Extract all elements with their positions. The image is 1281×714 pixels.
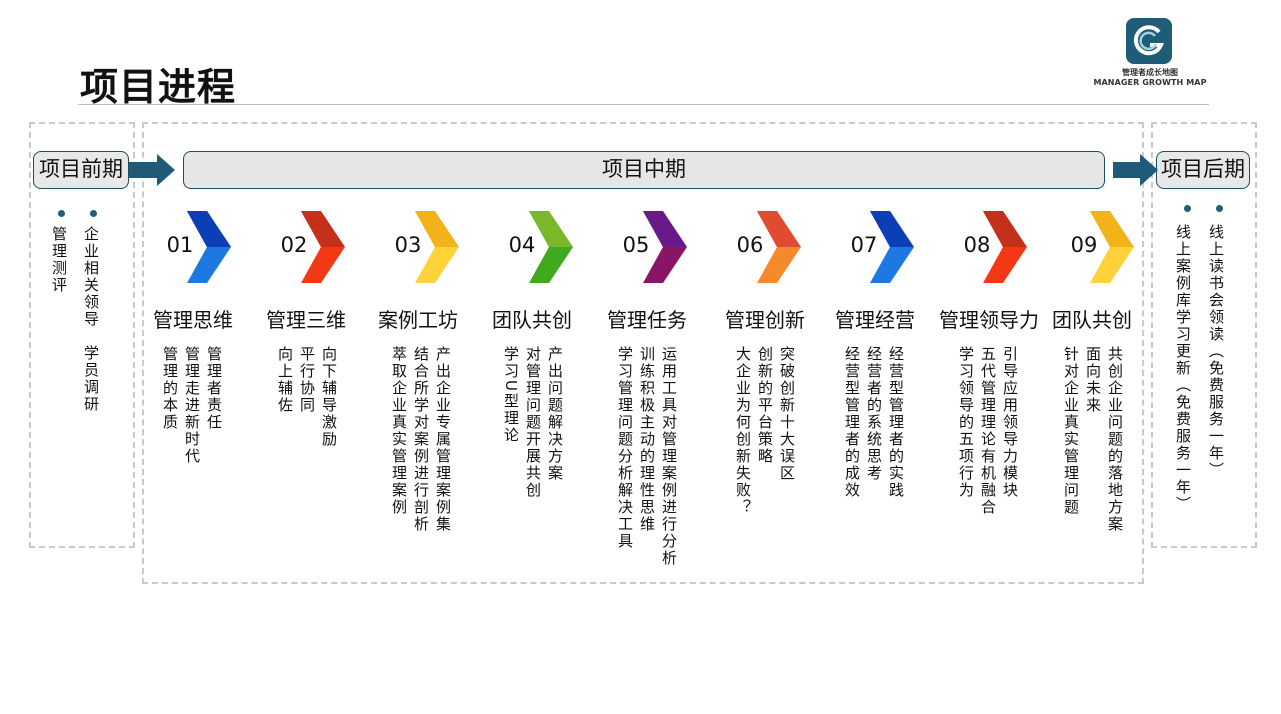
bullet-dot xyxy=(58,210,65,217)
step-desc: 经营型管理者的成效 xyxy=(843,346,861,499)
step-desc: 萃取企业真实管理案例 xyxy=(390,346,408,516)
pre-phase-box xyxy=(29,122,135,548)
step-desc: 平行协同 xyxy=(298,346,316,414)
step-desc: 经营者的系统思考 xyxy=(865,346,883,482)
chevron-right-icon xyxy=(1090,211,1134,283)
step-title: 管理领导力 xyxy=(939,308,1039,332)
chevron-right-icon xyxy=(301,211,345,283)
step-desc: 运用工具对管理案例进行分析 xyxy=(660,346,678,567)
mid-phase-box xyxy=(142,122,1144,584)
step-number: 08 xyxy=(963,233,991,257)
logo-text-cn: 管理者成长地图 xyxy=(1122,68,1178,77)
step-number: 05 xyxy=(622,233,650,257)
step-desc: 大企业为何创新失败？ xyxy=(734,346,752,516)
step-desc: 管理者责任 xyxy=(205,346,223,431)
g-logo-icon xyxy=(1126,18,1172,64)
step-title: 管理创新 xyxy=(725,308,805,332)
chevron-right-icon xyxy=(415,211,459,283)
step-desc: 共创企业问题的落地方案 xyxy=(1106,346,1124,533)
step-desc: 针对企业真实管理问题 xyxy=(1062,346,1080,516)
step-title: 管理思维 xyxy=(153,308,233,332)
chevron-right-icon xyxy=(187,211,231,283)
step-desc: 面向未来 xyxy=(1084,346,1102,414)
step-desc: 管理的本质 xyxy=(161,346,179,431)
step-desc: 对管理问题开展共创 xyxy=(524,346,542,499)
step-title: 管理三维 xyxy=(266,308,346,332)
step-title: 管理经营 xyxy=(835,308,915,332)
pre-item-assessment: 管理测评 xyxy=(50,226,68,294)
bullet-dot xyxy=(90,210,97,217)
step-number: 01 xyxy=(166,233,194,257)
step-desc: 产出企业专属管理案例集 xyxy=(434,346,452,533)
post-phase-box xyxy=(1151,122,1257,548)
step-number: 03 xyxy=(394,233,422,257)
step-desc: 学习领导的五项行为 xyxy=(957,346,975,499)
pre-phase-label: 项目前期 xyxy=(33,151,129,189)
chevron-right-icon xyxy=(870,211,914,283)
step-number: 04 xyxy=(508,233,536,257)
step-desc: 向下辅导激励 xyxy=(320,346,338,448)
step-desc: 结合所学对案例进行剖析 xyxy=(412,346,430,533)
chevron-right-icon xyxy=(757,211,801,283)
step-number: 02 xyxy=(280,233,308,257)
post-phase-label: 项目后期 xyxy=(1156,151,1250,189)
bullet-dot xyxy=(1216,205,1223,212)
post-item-reading-club: 线上读书会领读（免费服务一年） xyxy=(1207,224,1225,479)
step-desc: 突破创新十大误区 xyxy=(778,346,796,482)
step-desc: 向上辅佐 xyxy=(276,346,294,414)
logo-text-en: MANAGER GROWTH MAP xyxy=(1093,78,1207,87)
step-desc: 训练积极主动的理性思维 xyxy=(638,346,656,533)
step-number: 07 xyxy=(850,233,878,257)
chevron-right-icon xyxy=(983,211,1027,283)
brand-logo: 管理者成长地图 MANAGER GROWTH MAP xyxy=(1088,18,1212,94)
step-title: 管理任务 xyxy=(607,308,687,332)
chevron-right-icon xyxy=(529,211,573,283)
step-title: 团队共创 xyxy=(492,308,572,332)
step-desc: 管理走进新时代 xyxy=(183,346,201,465)
step-desc: 创新的平台策略 xyxy=(756,346,774,465)
step-title: 团队共创 xyxy=(1052,308,1132,332)
step-title: 案例工坊 xyxy=(378,308,458,332)
step-desc: 经营型管理者的实践 xyxy=(887,346,905,499)
step-desc: 引导应用领导力模块 xyxy=(1001,346,1019,499)
step-desc: 五代管理理论有机融合 xyxy=(979,346,997,516)
mid-phase-label: 项目中期 xyxy=(183,151,1105,189)
step-number: 06 xyxy=(736,233,764,257)
step-desc: 学习管理问题分析解决工具 xyxy=(616,346,634,550)
arrow-right-icon xyxy=(129,154,175,186)
step-desc: 产出问题解决方案 xyxy=(546,346,564,482)
bullet-dot xyxy=(1184,205,1191,212)
post-item-case-library: 线上案例库学习更新（免费服务一年） xyxy=(1174,224,1192,513)
chevron-right-icon xyxy=(643,211,687,283)
arrow-right-icon xyxy=(1113,154,1158,186)
step-number: 09 xyxy=(1070,233,1098,257)
pre-item-leader-survey: 企业相关领导 学员调研 xyxy=(82,226,100,413)
title-divider xyxy=(78,104,1209,105)
step-desc: 学习U型理论 xyxy=(502,346,520,444)
page-title: 项目进程 xyxy=(80,65,237,109)
